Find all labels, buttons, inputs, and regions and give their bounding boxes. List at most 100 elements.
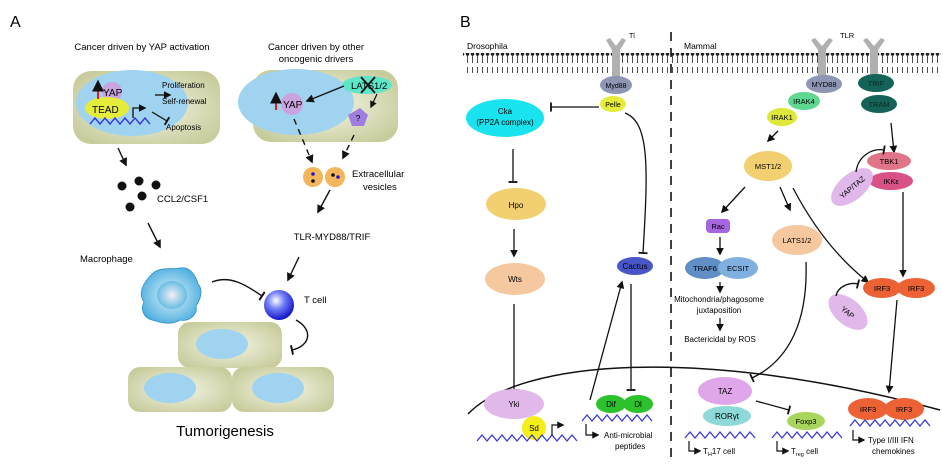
th17-label: TH17 cell <box>703 447 735 458</box>
tl-receptor <box>606 38 626 78</box>
cka-label-2: (PP2A complex) <box>476 118 534 127</box>
t-cell <box>264 290 294 320</box>
cell-yap-activation: YAP TEAD Proliferation Self-renewal Apop… <box>73 70 220 144</box>
taz-label: TAZ <box>718 387 733 396</box>
irf3-label: IRF3 <box>896 405 912 414</box>
apoptosis-label: Apoptosis <box>166 123 201 132</box>
irf3-3 <box>848 398 888 420</box>
tumor-cells <box>128 322 334 412</box>
trif-label: TRIF <box>868 79 885 88</box>
panel-b-label: B <box>460 14 471 31</box>
ifn-label-1: Type I/III IFN <box>868 436 914 445</box>
dl <box>623 395 653 413</box>
sd-label: Sd <box>529 424 539 433</box>
self-renewal-label: Self-renewal <box>162 97 207 106</box>
taz <box>698 377 752 405</box>
ccl2-csf1-dots <box>117 176 161 212</box>
vesicles-label-2: vesicles <box>363 182 397 193</box>
irak4 <box>788 92 820 110</box>
irf3-1 <box>863 278 901 298</box>
treg-label: Treg cell <box>791 447 818 458</box>
ifn-label-2: chemokines <box>872 447 915 456</box>
title-other-drivers-1: Cancer driven by other <box>268 42 364 53</box>
t-cell-label: T cell <box>304 295 327 306</box>
irak1-label: IRAK1 <box>771 113 793 122</box>
hpo-label: Hpo <box>509 201 524 210</box>
unknown-label: ? <box>356 113 361 123</box>
cell-membrane <box>463 53 941 73</box>
foxp3-label: Foxp3 <box>796 417 817 426</box>
myd88 <box>806 75 842 93</box>
tead-protein <box>85 97 129 119</box>
myd88-fly <box>600 76 632 94</box>
myd88-label: MYD88 <box>811 80 836 89</box>
transcription-arrow-icon <box>551 421 565 436</box>
ecsit <box>718 257 758 279</box>
dif <box>596 395 626 413</box>
mito-label-1: Mitochondria/phagosome <box>674 295 764 304</box>
roryt-label: RORγt <box>715 412 740 421</box>
tlr-label: TLR <box>840 31 855 40</box>
irak4-label: IRAK4 <box>793 97 815 106</box>
irf3-2 <box>897 278 935 298</box>
tbk1 <box>867 152 911 170</box>
pelle-label: Pelle <box>605 102 621 109</box>
irf3-label: IRF3 <box>860 405 876 414</box>
macrophage-cell <box>140 267 202 324</box>
rac-label: Rac <box>711 222 725 231</box>
transcription-arrow-icon <box>132 104 147 118</box>
mammal-label: Mammal <box>684 41 717 51</box>
panel-a: A Cancer driven by YAP activation Cancer… <box>10 14 404 440</box>
tbk1-label: TBK1 <box>880 157 899 166</box>
extracellular-vesicles <box>303 167 345 187</box>
irf3-4 <box>884 398 924 420</box>
dif-label: Dif <box>606 400 617 409</box>
irf3-label: IRF3 <box>874 284 890 293</box>
irf3-label: IRF3 <box>908 284 924 293</box>
wts <box>485 263 545 295</box>
mito-label-2: juxtaposition <box>696 306 741 315</box>
lats12 <box>772 225 822 255</box>
title-other-drivers-2: oncogenic drivers <box>279 54 354 65</box>
irak1 <box>767 108 797 126</box>
yap-taz: YAP/TAZ <box>831 168 873 206</box>
dna-icon <box>684 430 756 440</box>
tlr-receptor-2 <box>863 38 885 78</box>
wts-label: Wts <box>508 275 522 284</box>
pelle <box>600 96 626 112</box>
ikke <box>869 172 913 190</box>
yap-mammal: YAP <box>828 294 868 330</box>
dna-icon <box>771 430 843 440</box>
traf6 <box>685 257 725 279</box>
dl-label: Dl <box>634 400 642 409</box>
yki <box>484 389 544 419</box>
cka-label-1: Cka <box>498 107 513 116</box>
dna-icon <box>849 418 931 428</box>
yki-label: Yki <box>508 400 519 409</box>
cka <box>466 99 544 137</box>
cross-icon <box>360 76 376 94</box>
cactus <box>617 257 653 275</box>
amp-label-2: peptides <box>615 442 645 451</box>
yap-label: YAP <box>103 88 123 99</box>
lats-label: LATS1/2 <box>783 236 812 245</box>
ccl2-csf1-label: CCL2/CSF1 <box>157 194 208 205</box>
tlr-myd88-trif-label: TLR-MYD88/TRIF <box>294 232 371 243</box>
ikke-label: IKKε <box>883 177 899 186</box>
hpo <box>486 188 546 220</box>
tram <box>861 95 897 113</box>
foxp3 <box>787 412 825 430</box>
traf6-label: TRAF6 <box>693 264 717 273</box>
dna-icon <box>89 116 151 126</box>
tram-label: TRAM <box>868 100 889 109</box>
mst12 <box>744 151 792 181</box>
drosophila-label: Drosophila <box>467 41 508 51</box>
ecsit-label: ECSIT <box>727 264 750 273</box>
dna-icon <box>581 413 653 423</box>
dna-icon <box>476 433 578 443</box>
roryt <box>703 406 751 426</box>
tlr-receptor-1 <box>811 38 833 78</box>
yap-label: YAP <box>283 100 303 111</box>
title-yap-activation: Cancer driven by YAP activation <box>74 42 209 53</box>
